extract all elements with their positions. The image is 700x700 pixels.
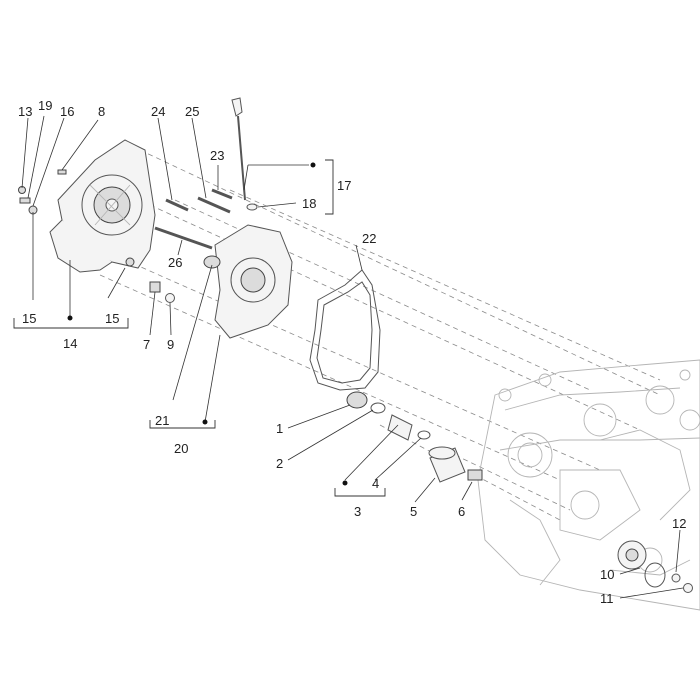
bolts <box>154 188 233 250</box>
callout-16: 16 <box>60 104 74 119</box>
callout-1: 1 <box>276 421 283 436</box>
callout-8: 8 <box>98 104 105 119</box>
callout-labels: 13 19 16 8 24 25 23 17 18 22 26 15 15 14… <box>18 98 686 606</box>
gasket <box>309 269 381 391</box>
callout-10: 10 <box>600 567 614 582</box>
dipstick <box>231 97 258 211</box>
callout-6: 6 <box>458 504 465 519</box>
callout-5: 5 <box>410 504 417 519</box>
callout-23: 23 <box>210 148 224 163</box>
group-brackets <box>13 159 386 497</box>
callout-11: 11 <box>600 591 614 606</box>
callout-14: 14 <box>63 336 77 351</box>
oil-pump-parts <box>617 540 693 593</box>
callout-25: 25 <box>185 104 199 119</box>
callout-24: 24 <box>151 104 165 119</box>
oil-filter-parts <box>346 391 483 483</box>
callout-22: 22 <box>362 231 376 246</box>
callout-13: 13 <box>18 104 32 119</box>
leader-lines <box>21 115 684 599</box>
callout-21: 21 <box>155 413 169 428</box>
flywheel-cover <box>49 139 156 273</box>
callout-19: 19 <box>38 98 52 113</box>
callout-2: 2 <box>276 456 283 471</box>
callout-12: 12 <box>672 516 686 531</box>
bullet-dots <box>67 162 348 486</box>
callout-20: 20 <box>174 441 188 456</box>
callout-9: 9 <box>167 337 174 352</box>
callout-7: 7 <box>143 337 150 352</box>
callout-15-left: 15 <box>22 311 36 326</box>
callout-4: 4 <box>372 476 379 491</box>
callout-3: 3 <box>354 504 361 519</box>
callout-15-right: 15 <box>105 311 119 326</box>
callout-26: 26 <box>168 255 182 270</box>
side-cover <box>203 224 293 339</box>
callout-17: 17 <box>337 178 351 193</box>
callout-18: 18 <box>302 196 316 211</box>
crankcase-outline <box>477 359 700 611</box>
